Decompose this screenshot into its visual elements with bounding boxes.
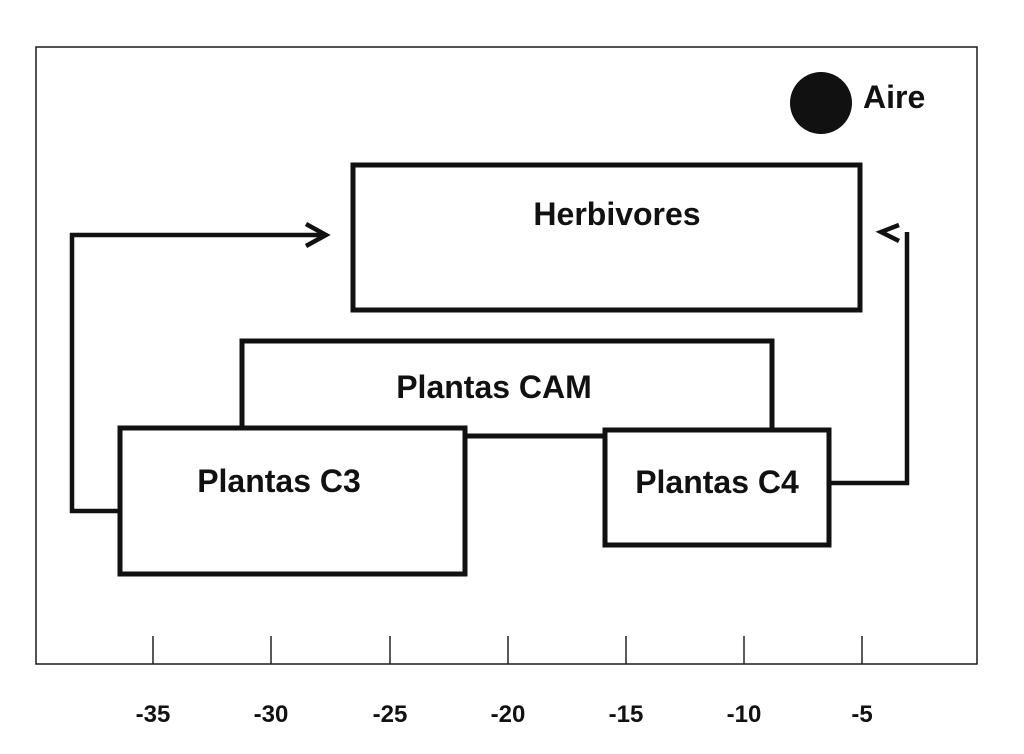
air-marker-icon xyxy=(790,72,852,134)
x-tick-label: -20 xyxy=(491,701,526,728)
cam-plants-box xyxy=(239,338,775,439)
c4-to-herbivores-arrowhead-icon xyxy=(875,222,901,244)
herbivores-box xyxy=(350,162,863,313)
c4-plants-box xyxy=(602,427,832,548)
x-tick-label: -15 xyxy=(609,701,644,728)
c3-to-herbivores-connector xyxy=(69,232,322,514)
herbivores-label: Herbivores xyxy=(533,196,700,232)
c3-plants-box xyxy=(117,425,468,577)
air-legend-label: Aire xyxy=(863,79,925,115)
x-tick-label: -10 xyxy=(727,701,762,728)
x-tick-label: -35 xyxy=(136,701,171,728)
x-tick-label: -30 xyxy=(254,701,289,728)
c4-to-herbivores-connector xyxy=(829,232,910,486)
cam-plants-label: Plantas CAM xyxy=(396,369,592,405)
plot-frame xyxy=(35,46,978,665)
c4-plants-label: Plantas C4 xyxy=(635,464,799,500)
c3-plants-label: Plantas C3 xyxy=(197,463,361,499)
x-tick-label: -5 xyxy=(851,701,872,728)
x-tick-label: -25 xyxy=(373,701,408,728)
c3-to-herbivores-arrowhead-icon xyxy=(304,222,331,248)
